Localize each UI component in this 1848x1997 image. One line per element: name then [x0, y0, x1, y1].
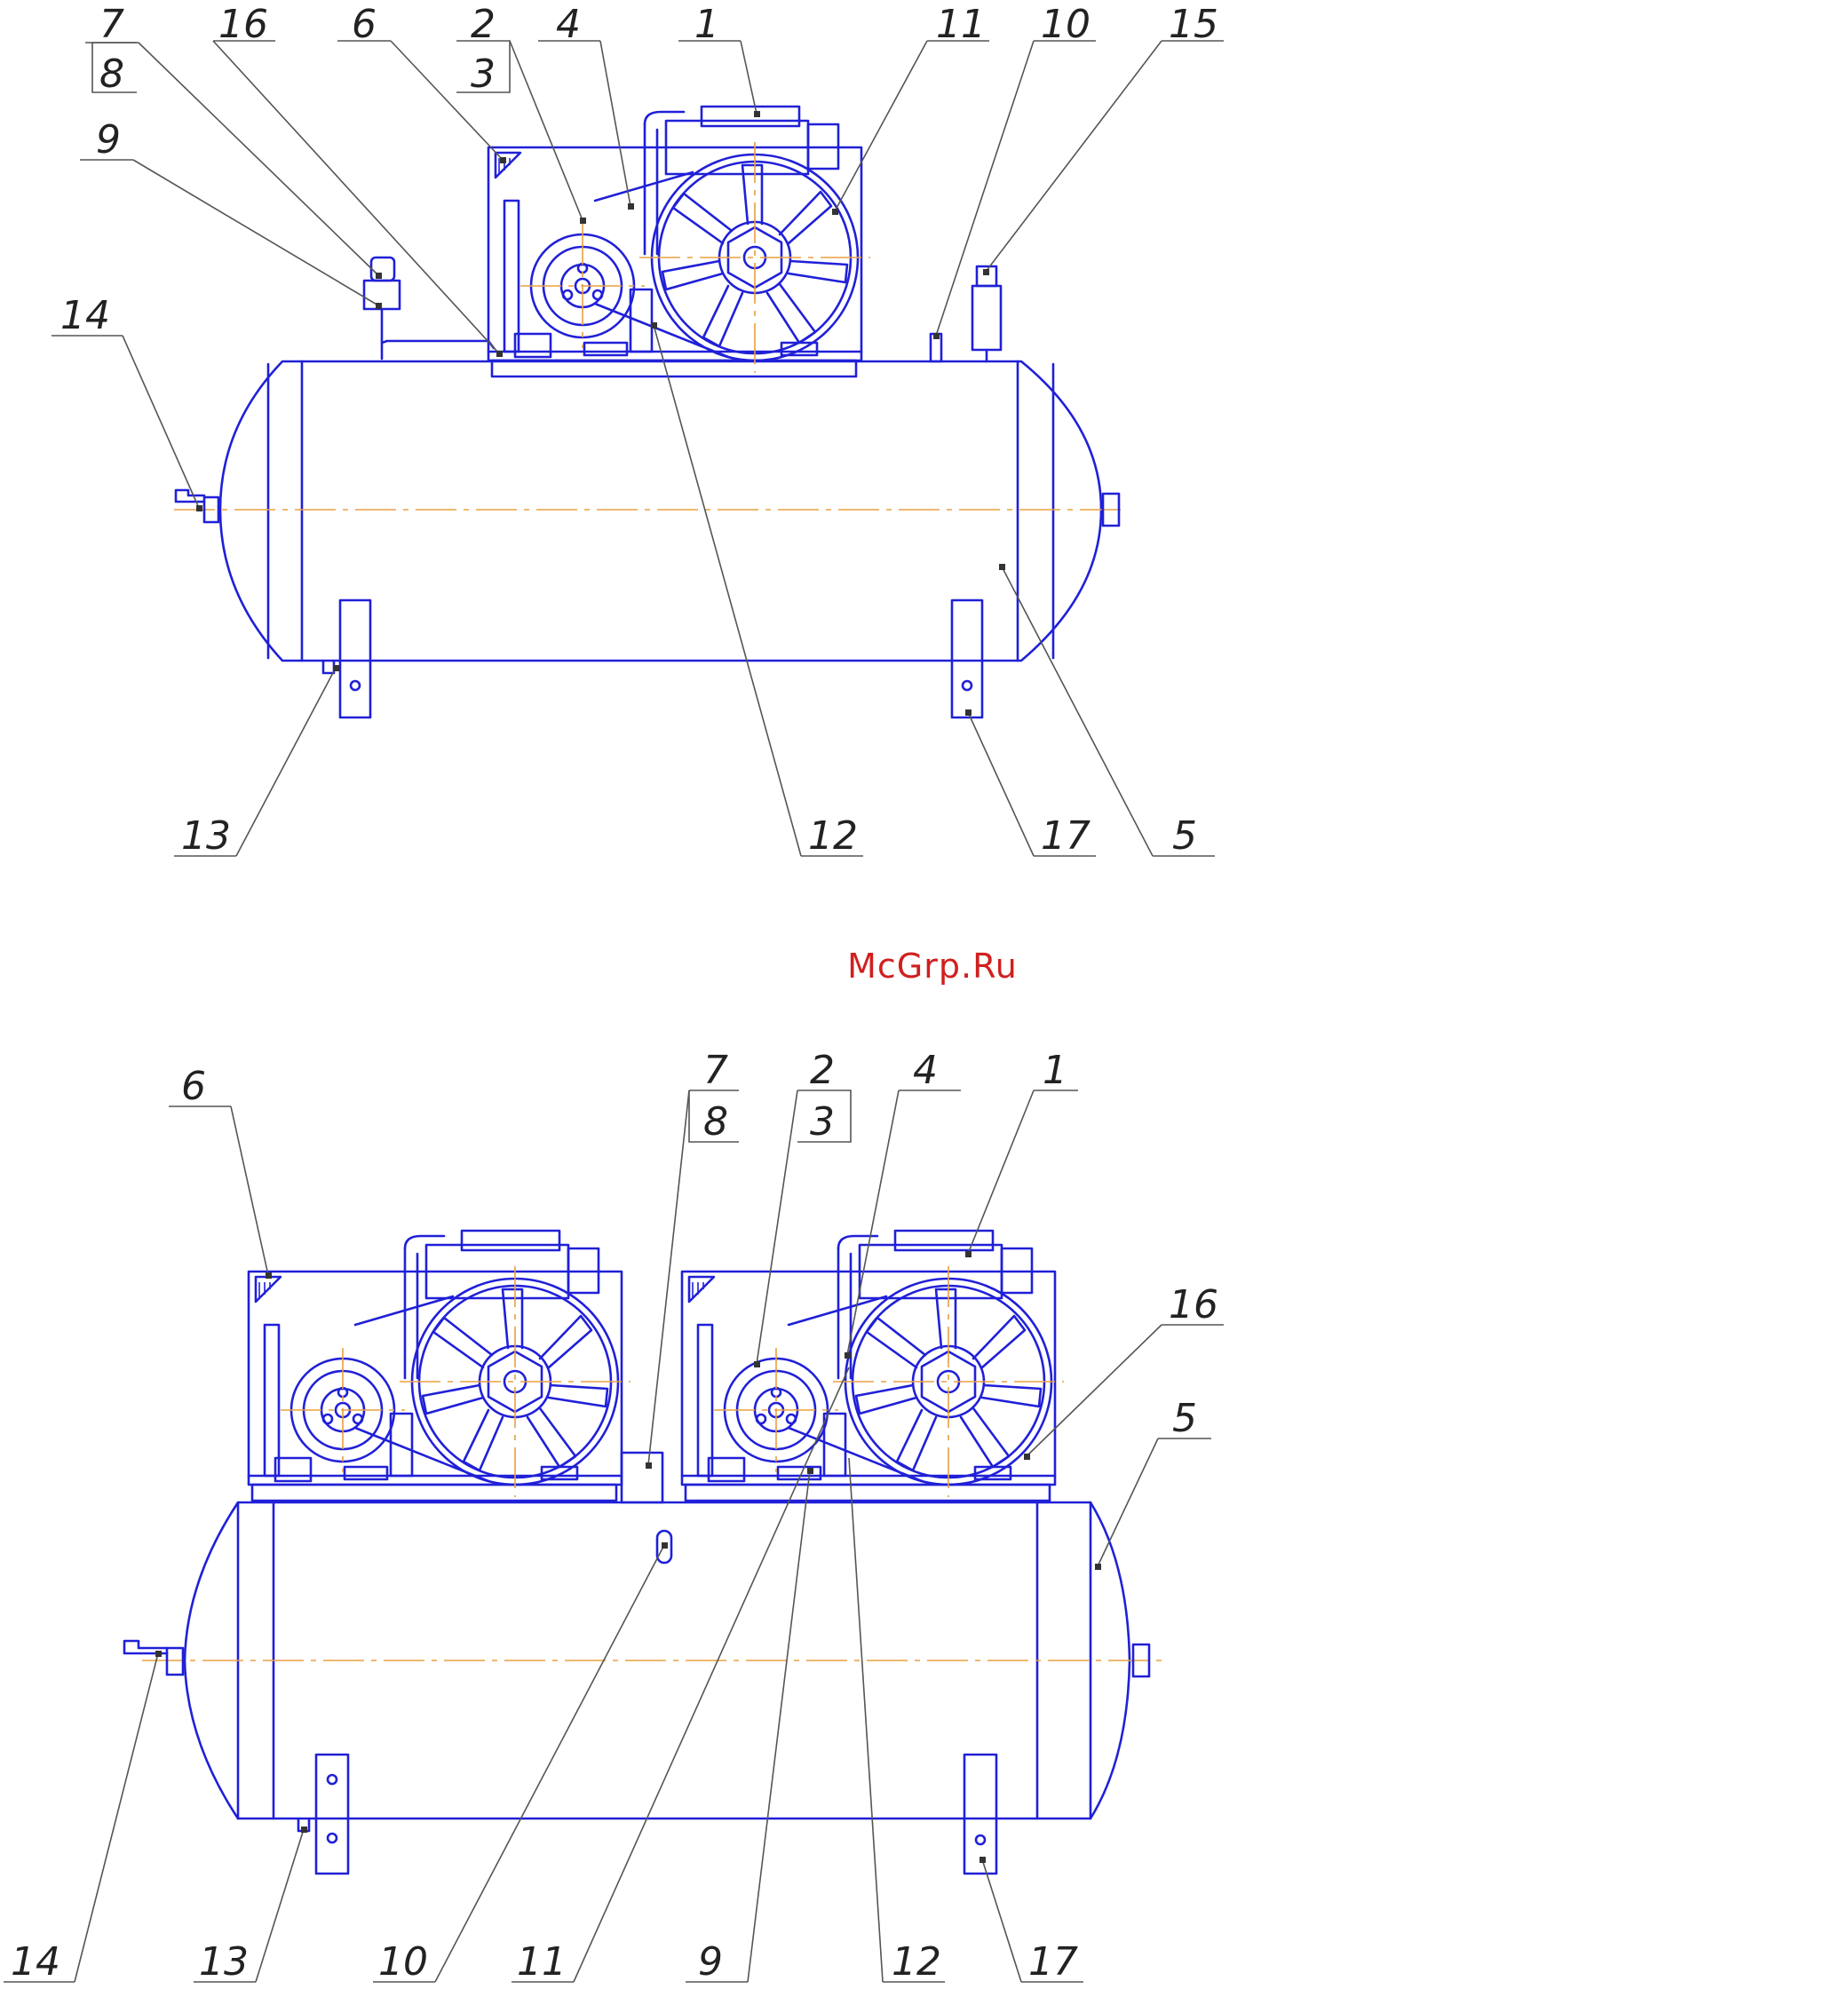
callout-top-9: 9	[96, 117, 121, 162]
top-tank-body	[220, 361, 1101, 661]
callout-top-7: 7	[99, 2, 124, 47]
bottom-compressor-view	[124, 1231, 1163, 1874]
callout-top-5: 5	[1172, 813, 1197, 859]
callout-top-2: 2	[471, 2, 496, 47]
callout-top-13: 13	[181, 813, 231, 859]
callout-bottom-14: 14	[11, 1939, 60, 1985]
callout-top-15: 15	[1169, 2, 1218, 47]
callout-bottom-9: 9	[698, 1939, 723, 1985]
callout-bottom-13: 13	[199, 1939, 249, 1985]
bottom-leaders	[4, 1090, 1224, 1982]
callout-bottom-10: 10	[378, 1939, 428, 1985]
callout-bottom-6: 6	[181, 1064, 206, 1109]
callout-top-1: 1	[694, 2, 719, 47]
top-leaders	[52, 41, 1224, 856]
callout-top-12: 12	[808, 813, 858, 859]
callout-top-4: 4	[556, 2, 581, 47]
callout-bottom-4: 4	[913, 1048, 938, 1093]
callout-bottom-3: 3	[810, 1099, 835, 1145]
callout-bottom-8: 8	[703, 1099, 728, 1145]
callout-bottom-2: 2	[810, 1048, 835, 1093]
callout-bottom-12: 12	[892, 1939, 941, 1985]
callout-bottom-1: 1	[1043, 1048, 1067, 1093]
callout-top-8: 8	[99, 52, 124, 97]
callout-bottom-5: 5	[1172, 1396, 1197, 1441]
callout-top-16: 16	[218, 2, 268, 47]
callout-top-3: 3	[471, 52, 496, 97]
callout-bottom-11: 11	[517, 1939, 567, 1985]
callout-top-11: 11	[936, 2, 986, 47]
top-callouts: 7 8 16 6 2 3 4 1 11 10 15 9 14 13 12 17 …	[60, 2, 1218, 859]
callout-top-17: 17	[1041, 813, 1091, 859]
callout-bottom-16: 16	[1169, 1282, 1218, 1327]
leader-dots	[155, 111, 1101, 1863]
callout-top-10: 10	[1041, 2, 1091, 47]
callout-bottom-17: 17	[1028, 1939, 1078, 1985]
watermark-text: McGrp.Ru	[799, 947, 1066, 986]
callout-bottom-7: 7	[703, 1048, 728, 1093]
callout-top-14: 14	[60, 293, 110, 338]
top-compressor-view	[174, 107, 1126, 717]
callout-top-6: 6	[352, 2, 377, 47]
